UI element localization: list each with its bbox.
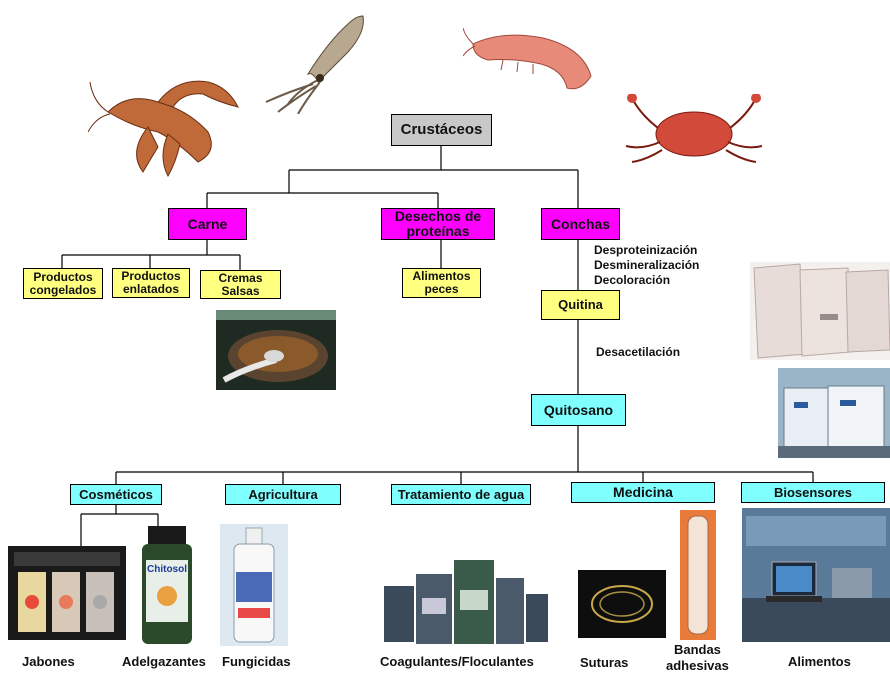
box-desechos-proteinas: Desechos de proteínas bbox=[381, 208, 495, 240]
box-tratamiento-agua: Tratamiento de agua bbox=[391, 484, 531, 505]
cremas-line1: Cremas bbox=[218, 270, 263, 285]
box-quitina: Quitina bbox=[541, 290, 620, 320]
label-suturas: Suturas bbox=[580, 655, 629, 670]
root-box-crustaceos: Crustáceos bbox=[391, 114, 492, 146]
label-bandas-adhesivas: Bandas adhesivas bbox=[666, 642, 729, 673]
squid-illustration bbox=[265, 15, 364, 114]
chitin-sacks-photo bbox=[750, 262, 890, 360]
step-desacetilacion: Desacetilación bbox=[596, 345, 681, 359]
chitosan-bags-photo bbox=[778, 368, 890, 458]
desechos-line1: Desechos de bbox=[394, 208, 482, 225]
box-cremas-salsas: Cremas Salsas bbox=[200, 270, 281, 299]
box-productos-congelados: Productos congelados bbox=[23, 268, 103, 299]
alimentos-peces-line1: Alimentos bbox=[412, 269, 471, 284]
sauce-bowl-photo bbox=[216, 310, 336, 390]
shrimp-illustration bbox=[463, 27, 592, 90]
lobster-illustration bbox=[88, 80, 239, 178]
step-desmineralizacion: Desmineralización bbox=[594, 258, 700, 272]
box-conchas: Conchas bbox=[541, 208, 620, 240]
sutures-photo bbox=[578, 570, 666, 638]
biosensor-lab-photo bbox=[742, 508, 890, 642]
congelados-line1: Productos bbox=[33, 269, 93, 284]
box-productos-enlatados: Productos enlatados bbox=[112, 268, 190, 298]
label-jabones: Jabones bbox=[22, 654, 75, 669]
bandas-line1: Bandas bbox=[673, 642, 721, 657]
svg-text:Chitosol: Chitosol bbox=[147, 564, 187, 575]
label-fungicidas: Fungicidas bbox=[222, 654, 291, 669]
desechos-line2: proteínas bbox=[406, 223, 470, 239]
label-alimentos: Alimentos bbox=[788, 654, 851, 669]
box-medicina: Medicina bbox=[571, 482, 715, 503]
fungicide-bottle-photo bbox=[220, 524, 288, 646]
box-carne: Carne bbox=[168, 208, 247, 240]
box-agricultura: Agricultura bbox=[225, 484, 341, 505]
bandas-line2: adhesivas bbox=[666, 657, 729, 673]
adhesive-band-photo bbox=[680, 510, 716, 640]
enlatados-line1: Productos bbox=[121, 269, 181, 284]
chitosol-bottle-photo: Chitosol bbox=[142, 526, 192, 644]
enlatados-line2: enlatados bbox=[122, 282, 179, 296]
label-coagulantes-floculantes: Coagulantes/Floculantes bbox=[380, 654, 534, 669]
box-quitosano: Quitosano bbox=[531, 394, 626, 426]
label-adelgazantes: Adelgazantes bbox=[122, 654, 206, 669]
cremas-line2: Salsas bbox=[221, 283, 260, 298]
box-cosmeticos: Cosméticos bbox=[70, 484, 162, 505]
coagulant-bottles-photo bbox=[380, 550, 550, 650]
box-biosensores: Biosensores bbox=[741, 482, 885, 503]
step-desproteinizacion: Desproteinización bbox=[594, 243, 698, 257]
step-decoloracion: Decoloración bbox=[594, 273, 671, 287]
congelados-line2: congelados bbox=[29, 282, 97, 297]
alimentos-peces-line2: peces bbox=[424, 282, 459, 296]
soap-box-photo bbox=[8, 546, 126, 640]
box-alimentos-peces: Alimentos peces bbox=[402, 268, 481, 298]
crab-illustration bbox=[625, 94, 763, 163]
